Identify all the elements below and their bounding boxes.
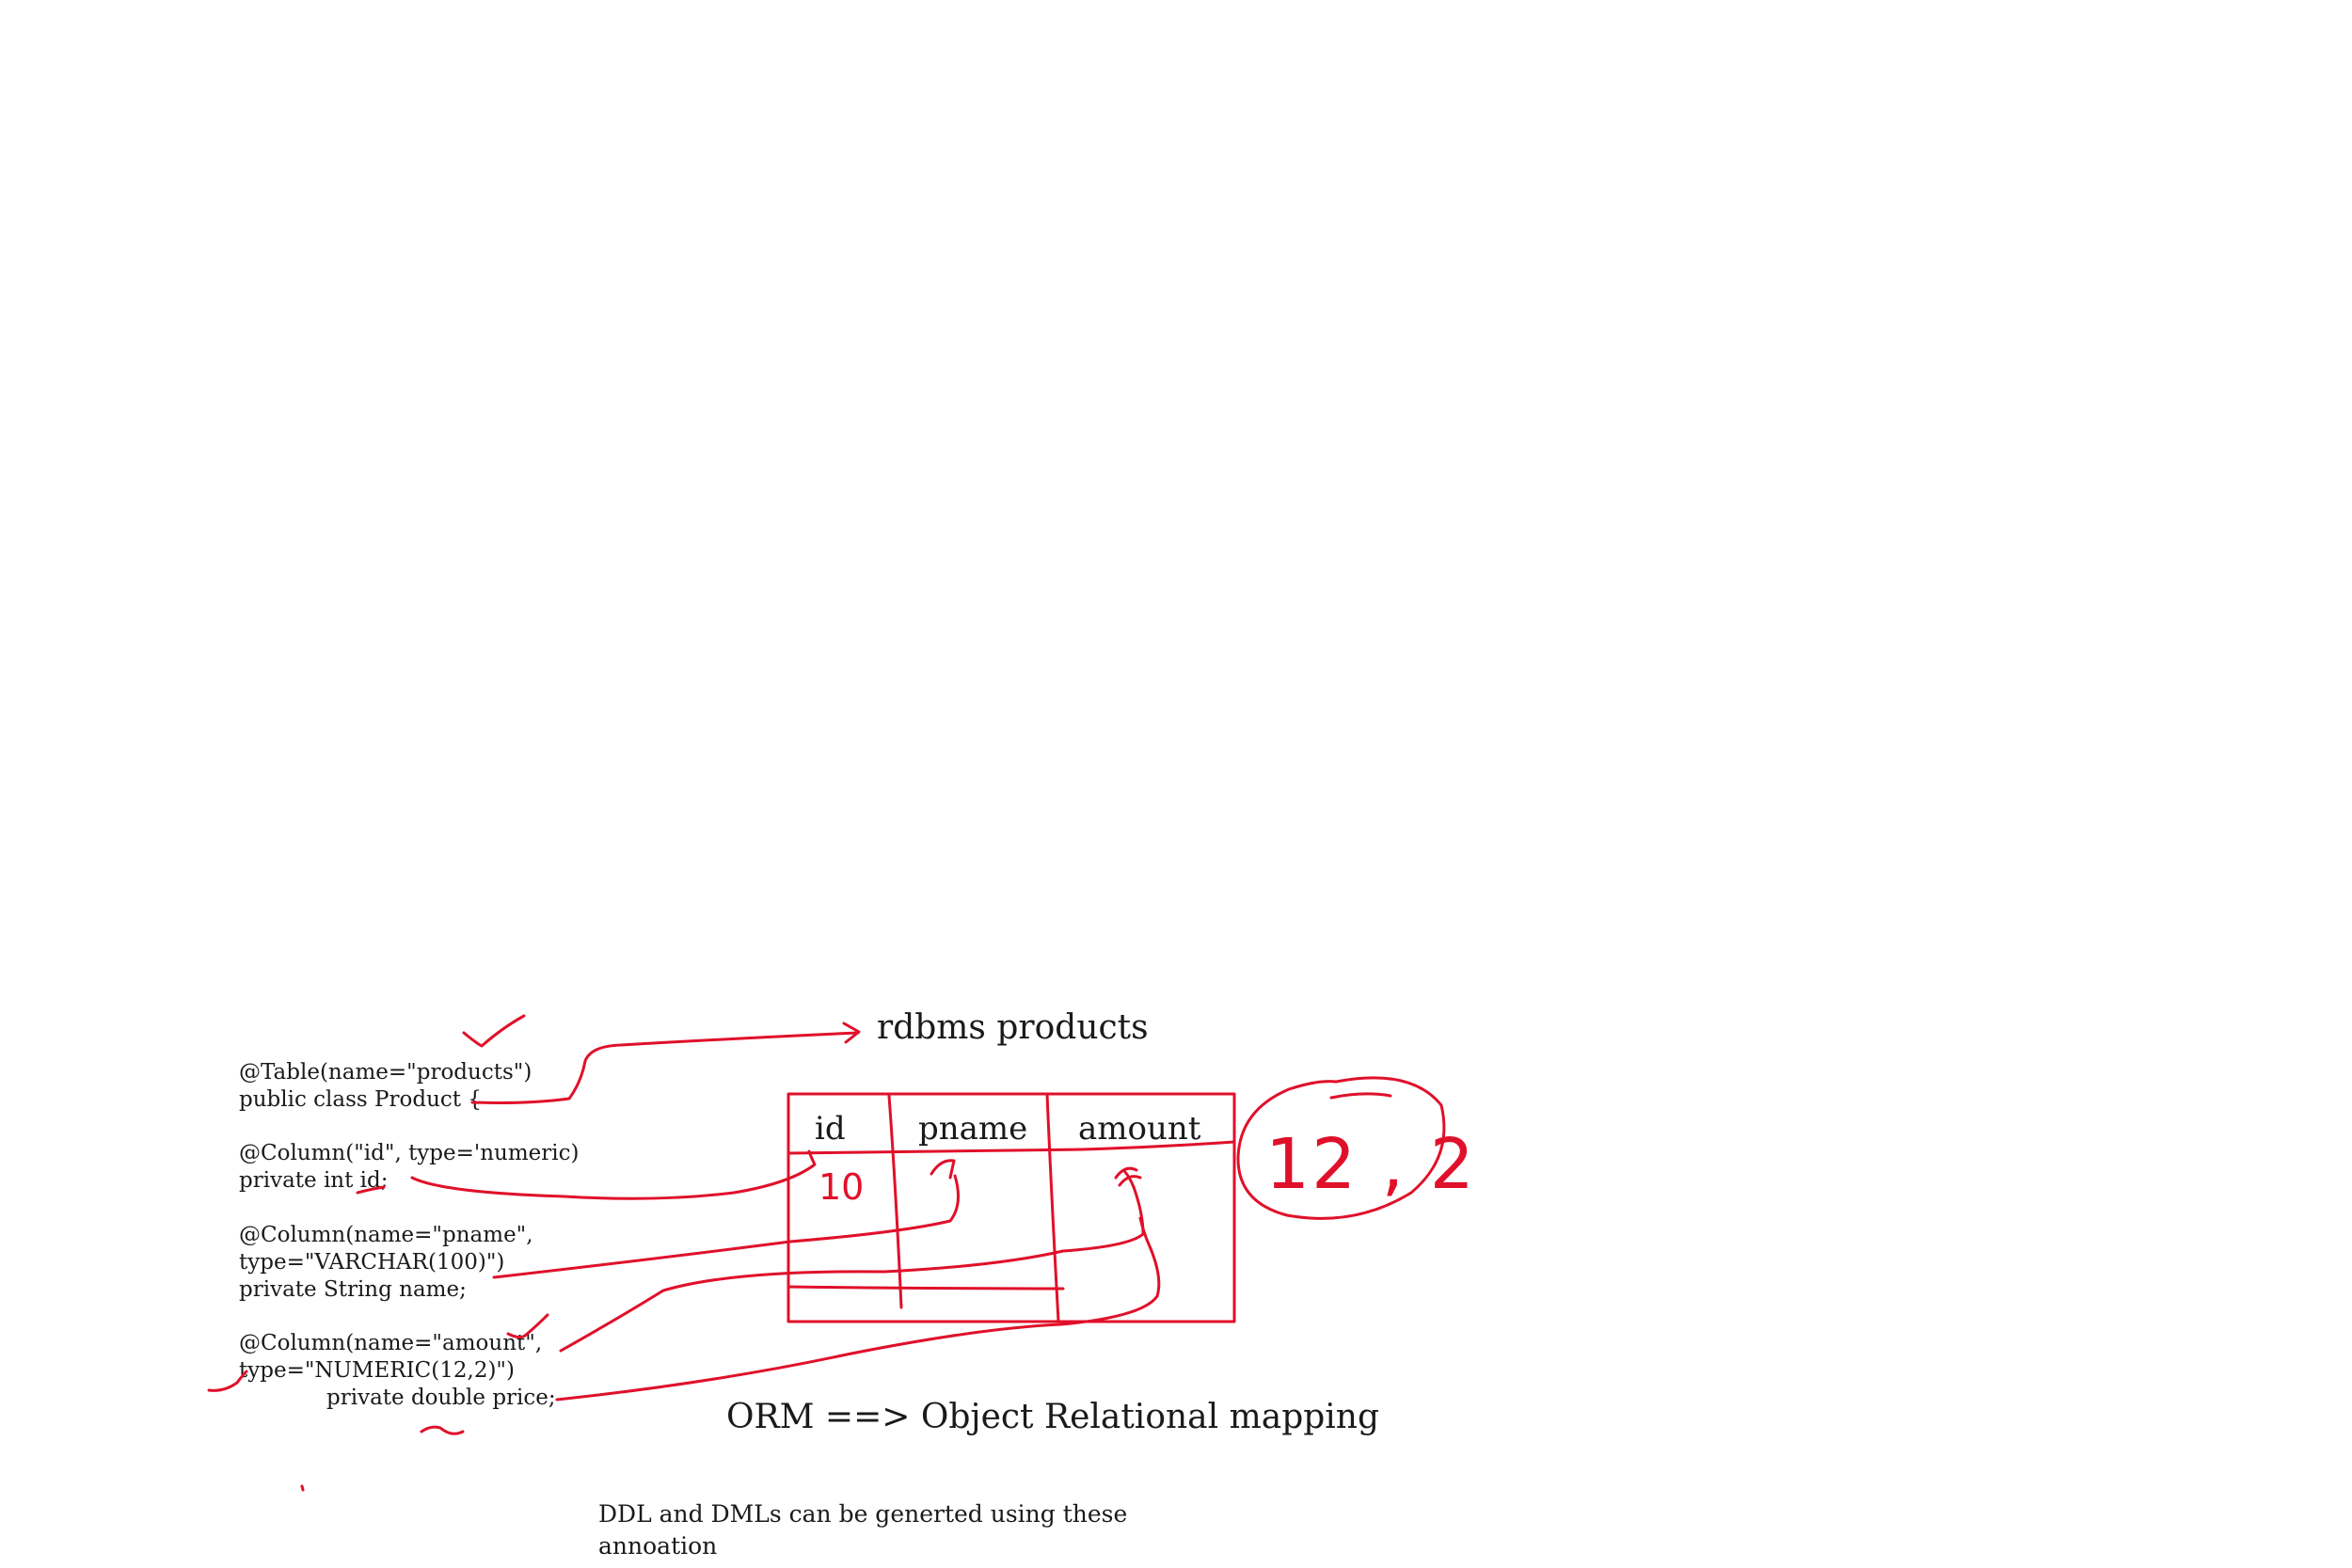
field-id: private int id; [239,1168,389,1193]
field-name: private String name; [239,1277,467,1302]
note-line1: DDL and DMLs can be generted using these [598,1500,1128,1528]
arrowhead-amount-icon [1114,1166,1142,1187]
table-annotation: @Table(name="products") [239,1060,532,1085]
table-row-id-value: 10 [818,1166,865,1208]
column-pname-annotation-line2: type="VARCHAR(100)") [239,1250,505,1275]
table-header-amount: amount [1078,1110,1201,1148]
table-header-id: id [815,1110,846,1148]
checkmark-table-icon [462,1014,526,1048]
note-line2: annoation [598,1532,718,1560]
connector-price [555,1216,1161,1402]
db-table-col-divider-2 [1045,1092,1060,1323]
arrowhead-pname-icon [930,1159,956,1180]
db-table-col-divider-1 [887,1094,903,1309]
class-declaration: public class Product { [239,1087,482,1112]
precision-circle-tail [1329,1092,1392,1100]
column-pname-annotation-line1: @Column(name="pname", [239,1223,533,1247]
rdbms-products-label: rdbms products [877,1008,1149,1047]
arrowhead-rdbms-icon [842,1022,861,1044]
field-price: private double price; [326,1386,556,1410]
orm-label: ORM ==> Object Relational mapping [726,1398,1380,1436]
precision-scale-label: 12 , 2 [1265,1124,1476,1205]
underline-price-squiggle [420,1425,465,1435]
connector-pname [492,1174,961,1279]
db-table-row-line [787,1285,1065,1291]
stray-dot [300,1484,305,1492]
column-id-annotation: @Column("id", type='numeric) [239,1141,580,1165]
table-header-pname: pname [918,1110,1028,1148]
column-amount-annotation-line1: @Column(name="amount", [239,1331,543,1355]
column-amount-annotation-line2: type="NUMERIC(12,2)") [239,1358,515,1383]
